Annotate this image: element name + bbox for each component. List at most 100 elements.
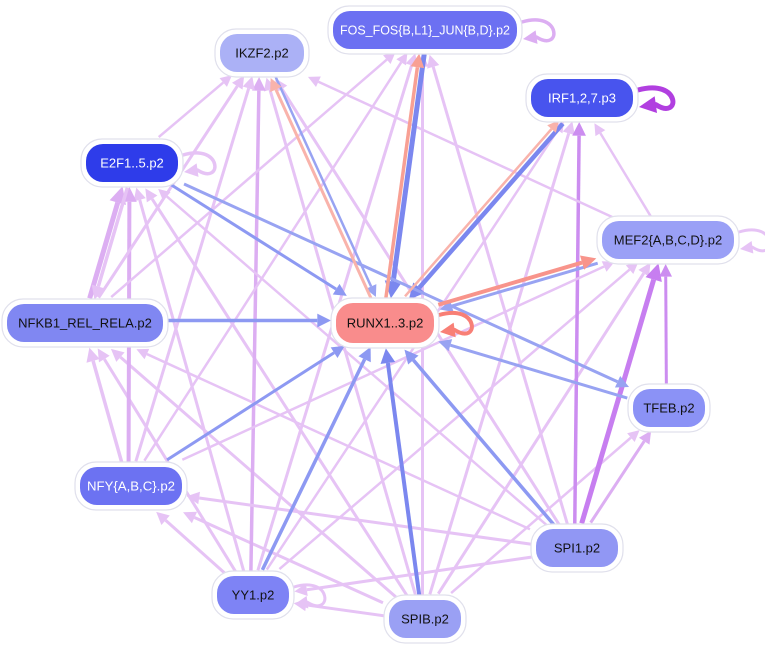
edge-yy1-ikzf2 [249, 90, 261, 571]
node-body [333, 11, 517, 49]
edge-arrowhead-mef2-irf1 [594, 123, 606, 137]
edge-arrowhead-spi1-mef2 [645, 263, 662, 283]
edge-runx1-mef2 [437, 260, 583, 307]
edge-runx1-fos [384, 66, 420, 298]
edge-arrowhead-spi1-fos [427, 54, 440, 69]
edge-fos-runx1 [390, 54, 427, 282]
node-label-tfeb: TFEB.p2 [643, 401, 694, 416]
edge-arrowhead-spib-runx1 [380, 348, 396, 364]
node-label-fos: FOS_FOS{B,L1}_JUN{B,D}.p2 [340, 23, 510, 38]
node-ikzf2[interactable]: IKZF2.p2 [214, 28, 310, 78]
edge-nfy-fos [143, 61, 403, 462]
edge-arrowhead-e2f1-nfkb1 [91, 284, 105, 300]
node-label-yy1: YY1.p2 [232, 588, 275, 603]
edge-ikzf2-runx1 [274, 75, 373, 288]
edge-nfkb1-ikzf2 [97, 85, 239, 299]
self-loop-edge-fos [520, 18, 556, 43]
node-irf1[interactable]: IRF1,2,7.p3 [525, 73, 639, 123]
edge-arrowhead-nfkb1-ikzf2 [231, 75, 245, 90]
edge-spi1-nfkb1 [146, 352, 531, 531]
edge-arrowhead-yy1-mef2 [625, 262, 639, 274]
edge-arrowhead-nfy-nfkb1 [86, 347, 100, 363]
node-body [633, 389, 705, 427]
edge-e2f1-nfkb1 [96, 187, 130, 288]
edge-arrowhead-e2f1-runx1 [332, 283, 347, 296]
edge-tfeb-runx1 [449, 343, 628, 400]
edge-nfkb1-fos [110, 58, 388, 299]
edge-arrowhead-spib-nfy [183, 511, 198, 524]
edge-arrowhead-ikzf2-runx1 [365, 284, 377, 297]
node-label-spi1: SPI1.p2 [554, 541, 600, 556]
edge-arrowhead-spi1-yy1 [294, 583, 308, 596]
edge-arrowhead-nfy-mef2 [601, 261, 615, 272]
node-yy1[interactable]: YY1.p2 [211, 570, 295, 620]
node-body [389, 600, 461, 638]
edge-spib-irf1 [428, 132, 571, 595]
self-loop-arrowhead [440, 322, 456, 338]
edge-spi1-e2f1 [165, 195, 549, 527]
edge-arrowhead-yy1-runx1 [358, 346, 371, 363]
edge-arrowhead-yy1-ikzf2 [252, 76, 266, 91]
edge-mef2-runx1 [451, 261, 599, 308]
node-e2f1[interactable]: E2F1..5.p2 [80, 138, 184, 188]
edge-mef2-irf1 [599, 132, 653, 218]
node-spib[interactable]: SPIB.p2 [383, 594, 467, 644]
self-loop-arrowhead [184, 163, 199, 177]
edge-e2f1-tfeb [183, 182, 619, 384]
self-loop-arrowhead [295, 596, 309, 609]
edge-irf1-runx1 [417, 122, 565, 290]
node-body [217, 576, 289, 614]
edge-e2f1-runx1 [170, 183, 337, 291]
edge-runx1-ikzf2 [274, 88, 373, 300]
edge-arrowhead-nfkb1-fos [383, 52, 396, 64]
edge-spi1-yy1 [306, 555, 532, 592]
edge-tfeb-mef2 [664, 276, 668, 385]
node-nfkb1[interactable]: NFKB1_REL_RELA.p2 [1, 298, 169, 348]
edge-arrowhead-runx1-fos [410, 53, 425, 69]
edge-spi1-mef2 [579, 278, 657, 524]
node-fos[interactable]: FOS_FOS{B,L1}_JUN{B,D}.p2 [327, 5, 523, 55]
node-mef2[interactable]: MEF2{A,B,C,D}.p2 [596, 215, 740, 265]
edge-arrowhead-runx1-ikzf2 [270, 78, 282, 93]
node-spi1[interactable]: SPI1.p2 [530, 523, 624, 573]
self-loop-edge-mef2 [737, 228, 765, 253]
edge-spib-runx1 [385, 362, 422, 596]
edge-arrowhead-mef2-ikzf2 [307, 76, 321, 87]
node-body [531, 79, 633, 117]
node-label-irf1: IRF1,2,7.p3 [548, 91, 616, 106]
node-body [220, 34, 304, 72]
node-nfy[interactable]: NFY{A,B,C}.p2 [74, 461, 188, 511]
self-loop-edge-runx1 [437, 311, 474, 336]
edge-arrowhead-spib-mef2 [638, 262, 651, 277]
node-tfeb[interactable]: TFEB.p2 [627, 383, 711, 433]
edge-arrowhead-yy1-nfkb1 [97, 348, 110, 363]
edge-nfy-mef2 [181, 265, 605, 461]
edge-arrowhead-spi1-nfkb1 [136, 348, 150, 360]
edge-spi1-nfy [198, 496, 531, 546]
edge-arrowhead-e2f1-ikzf2 [219, 75, 233, 87]
edge-nfy-ikzf2 [134, 87, 251, 462]
node-runx1[interactable]: RUNX1..3.p2 [330, 297, 440, 349]
node-body [536, 529, 618, 567]
edge-arrowhead-nfy-ikzf2 [242, 76, 255, 91]
edge-mef2-ikzf2 [317, 80, 616, 220]
node-body [86, 144, 178, 182]
edge-nfkb1-e2f1 [87, 201, 121, 300]
edge-spi1-irf1 [573, 135, 581, 524]
self-loop-arrowhead [639, 96, 658, 114]
edge-arrowhead-runx1-mef2 [580, 255, 597, 270]
edge-runx1-irf1 [404, 128, 553, 298]
edge-spi1-fos [431, 66, 569, 526]
node-body [602, 221, 734, 259]
edge-arrowhead-spi1-irf1 [572, 121, 586, 136]
edge-spib-nfkb1 [119, 356, 397, 599]
edge-nfy-nfkb1 [91, 360, 124, 464]
edge-arrowhead-nfy-fos [396, 52, 408, 66]
edge-arrowhead-spib-nfkb1 [110, 348, 125, 362]
node-label-nfkb1: NFKB1_REL_RELA.p2 [18, 316, 152, 331]
self-loop-arrowhead [523, 30, 538, 44]
edges-layer [86, 18, 765, 618]
edge-arrowhead-nfkb1-runx1 [317, 313, 331, 328]
